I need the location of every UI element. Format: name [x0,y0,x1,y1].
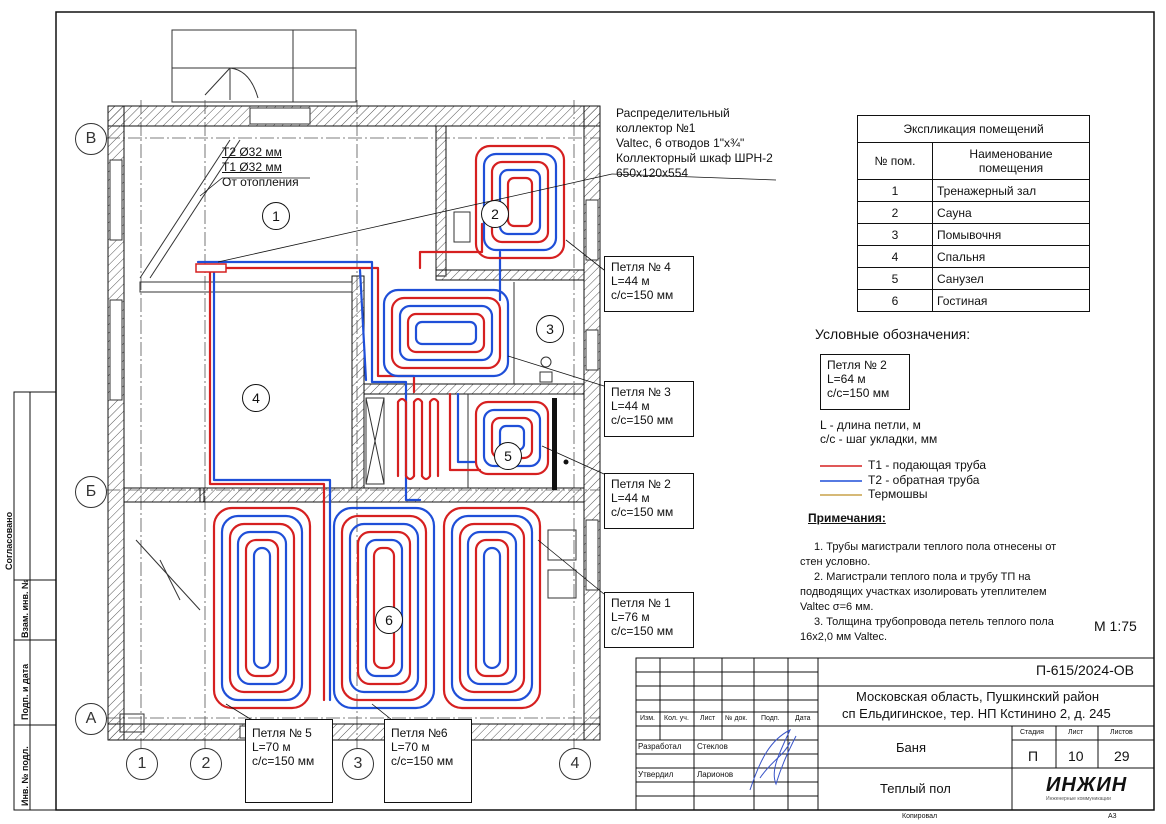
legend-thermo: Термошвы [868,487,928,501]
stamp-code: П-615/2024-ОВ [1036,662,1135,678]
stamp-h-kol: Кол. уч. [664,715,689,722]
explication-num: 3 [857,223,933,246]
stamp-app-role: Утвердил [638,770,674,779]
side-strip [13,391,57,811]
stamp-h-list: Лист [700,715,716,722]
stamp-h-data: Дата [795,715,811,722]
explication-col-num: № пом. [857,142,933,180]
axis-col-3: 3 [342,748,374,780]
explication-name: Сауна [932,201,1090,224]
side-sign-date: Подп. и дата [20,663,30,720]
side-agreed: Согласовано [4,511,14,570]
explication-num: 1 [857,179,933,202]
axis-col-4: 4 [559,748,591,780]
axis-col-1: 1 [126,748,158,780]
explication-name: Санузел [932,267,1090,290]
legend-t2: Т2 - обратная труба [868,473,980,487]
explication-num: 4 [857,245,933,268]
stamp-h-podp: Подп. [761,715,780,722]
stamp-dev-name: Стеклов [697,742,728,751]
scale-label: М 1:75 [1094,618,1137,634]
explication-name: Тренажерный зал [932,179,1090,202]
axis-row-v: В [75,123,107,155]
explication-name: Спальня [932,245,1090,268]
notes-title: Примечания: [808,511,886,525]
explication-num: 5 [857,267,933,290]
legend-t1: Т1 - подающая труба [868,458,987,472]
room-4-label: 4 [242,384,270,412]
notes-list: 1. Трубы магистрали теплого пола отнесен… [800,541,1057,643]
stamp-sheets-h: Листов [1110,729,1133,736]
room-5-label: 5 [494,442,522,470]
explication-col-name: Наименование помещения [932,142,1090,180]
stamp-h-izm: Изм. [640,715,655,722]
stamp-app-name: Ларионов [697,770,734,779]
explication-num: 2 [857,201,933,224]
collector-note: Распределительный коллектор №1 Valtec, 6… [616,106,773,180]
room-1-label: 1 [262,202,290,230]
axis-col-2: 2 [190,748,222,780]
supply-note: Т2 Ø32 мм Т1 Ø32 мм От отопления [222,145,299,189]
company-logo: ИНЖИН [1046,774,1128,796]
stamp-stage-h: Стадия [1020,729,1044,736]
stamp-h-ndok: № док. [725,715,748,722]
axis-row-a: А [75,703,107,735]
stamp-sheet: 10 [1068,748,1084,764]
stamp-stage: П [1028,748,1039,764]
stamp-copied: Копировал [902,813,938,820]
legend-desc-step: с/с - шаг укладки, мм [820,432,938,446]
side-inv-sub: Взам. инв. № [20,578,30,638]
stamp-sheet-h: Лист [1068,729,1084,736]
legend-desc-length: L - длина петли, м [820,418,921,432]
side-inv-orig: Инв. № подл. [20,746,30,806]
stamp-address-2: сп Ельдигинское, тер. НП Кстинино 2, д. … [842,706,1111,721]
legend-title: Условные обозначения: [815,326,971,342]
explication-title: Экспликация помещений [857,115,1090,143]
explication-name: Помывочня [932,223,1090,246]
stamp-sheets: 29 [1114,748,1130,764]
explication-name: Гостиная [932,289,1090,312]
room-2-label: 2 [481,200,509,228]
stamp-format: А3 [1108,813,1117,820]
room-6-label: 6 [375,606,403,634]
stamp-sheet-title: Теплый пол [880,781,951,796]
room-3-label: 3 [536,315,564,343]
collector-icon [195,263,227,273]
stamp-address-1: Московская область, Пушкинский район [856,689,1100,704]
company-logo-sub: Инженерные коммуникации [1046,796,1111,802]
explication-table: Экспликация помещений № пом. Наименовани… [857,115,1090,312]
explication-num: 6 [857,289,933,312]
stamp-dev-role: Разработал [638,742,682,751]
stamp-object: Баня [896,740,926,755]
axis-row-b: Б [75,476,107,508]
